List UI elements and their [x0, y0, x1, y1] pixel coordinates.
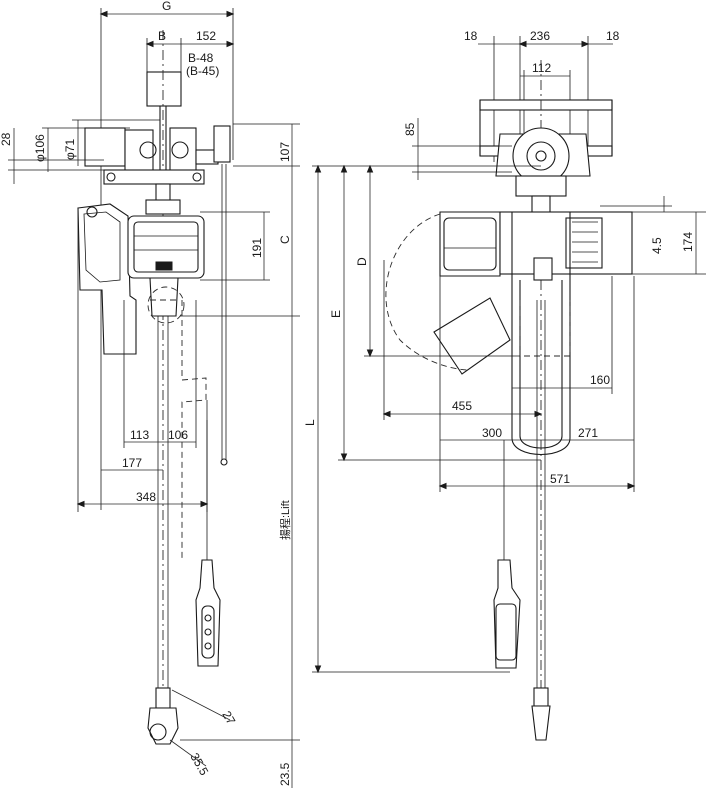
side-chain	[157, 300, 207, 690]
dim-27: 27	[219, 709, 238, 728]
side-pendant-switch	[195, 400, 221, 667]
dim-phi106: φ106	[33, 134, 47, 162]
dim-348: 348	[136, 490, 156, 504]
dim-191: 191	[250, 238, 264, 258]
side-trolley	[84, 125, 231, 466]
dim-571: 571	[550, 472, 570, 486]
dim-236: 236	[530, 29, 550, 43]
side-right-dimensions	[180, 123, 300, 788]
dim-455: 455	[452, 399, 472, 413]
dim-C: C	[278, 235, 292, 244]
dim-lift: 揚程:Lift	[279, 500, 292, 540]
front-left-dimensions	[312, 118, 541, 674]
dim-4-5: 4.5	[650, 237, 664, 254]
front-right-dimensions	[600, 196, 706, 275]
dim-18-left: 18	[464, 29, 478, 43]
dim-18-right: 18	[606, 29, 620, 43]
dim-271: 271	[578, 426, 598, 440]
dim-B-48: B-48	[188, 51, 214, 65]
dim-phi71: φ71	[63, 139, 77, 160]
front-trolley	[495, 127, 591, 223]
dim-28: 28	[0, 132, 13, 146]
dim-113: 113	[130, 428, 149, 442]
front-chain	[536, 300, 546, 688]
dim-D: D	[355, 257, 369, 266]
dim-177: 177	[122, 456, 142, 470]
dim-23-5: 23.5	[278, 762, 292, 786]
dim-35-5: 35.5	[187, 751, 211, 779]
side-hook	[147, 687, 231, 767]
side-left-dimensions	[8, 119, 160, 184]
side-hoist-body	[77, 203, 205, 355]
dim-174: 174	[681, 232, 695, 252]
dim-G: G	[162, 0, 171, 13]
dim-B-45: (B-45)	[186, 64, 219, 78]
front-pendant-switch	[493, 440, 521, 669]
front-bottom-dimensions	[382, 260, 636, 492]
side-bottom-dimensions	[76, 210, 209, 512]
front-view	[312, 36, 706, 741]
dim-B: B	[158, 29, 166, 43]
dim-106: 106	[168, 428, 188, 442]
dim-E: E	[329, 310, 343, 318]
side-beam	[146, 30, 182, 700]
dim-112: 112	[532, 61, 551, 75]
dim-85: 85	[403, 122, 417, 136]
front-hook	[531, 687, 551, 741]
dim-152: 152	[196, 29, 216, 43]
dim-160: 160	[590, 373, 610, 387]
dimension-labels: G 152 B B-48 (B-45) 28 φ106 φ71 107 C 19…	[0, 0, 695, 786]
dim-300: 300	[482, 426, 502, 440]
side-view	[8, 8, 300, 788]
dim-107: 107	[278, 142, 292, 162]
dim-L: L	[303, 419, 317, 426]
front-hoist-body	[385, 211, 633, 455]
